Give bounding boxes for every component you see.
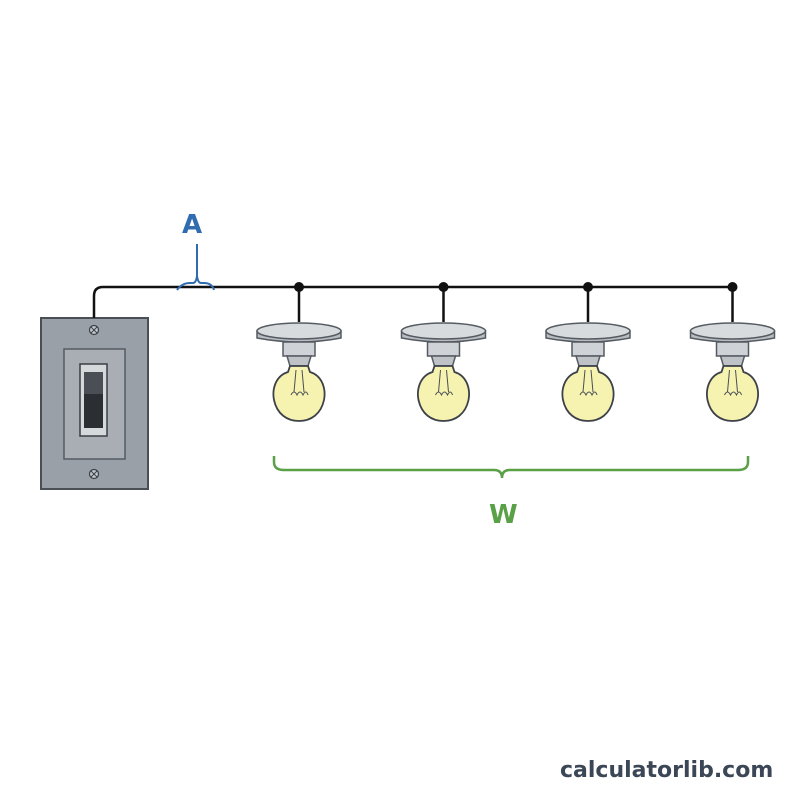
bulb-fixture <box>256 282 342 422</box>
bulb-fixture <box>545 282 631 422</box>
bulb-group-label: W <box>489 500 518 530</box>
light-switch-icon <box>40 317 149 490</box>
bulb-fixture <box>689 282 776 422</box>
bulb-fixture <box>400 282 487 422</box>
junction-dot <box>294 282 304 292</box>
watermark: calculatorlib.com <box>560 758 774 783</box>
light-bulb-icon <box>706 365 759 422</box>
ceiling-fixture-icon <box>689 322 776 367</box>
junction-dot <box>583 282 593 292</box>
junction-dot <box>438 282 449 292</box>
light-bulb-icon <box>561 365 615 422</box>
screw-icon <box>88 324 100 336</box>
screw-icon <box>88 468 100 480</box>
ceiling-fixture-icon <box>256 322 342 367</box>
light-bulb-icon <box>272 365 326 422</box>
junction-dot <box>727 282 738 292</box>
light-bulb-icon <box>417 365 470 422</box>
bulb-group <box>256 282 776 422</box>
ceiling-fixture-icon <box>400 322 487 367</box>
ceiling-fixture-icon <box>545 322 631 367</box>
bulb-group-brace <box>272 456 750 479</box>
wire-segment-label: A <box>182 210 203 240</box>
main-wire <box>92 285 731 318</box>
